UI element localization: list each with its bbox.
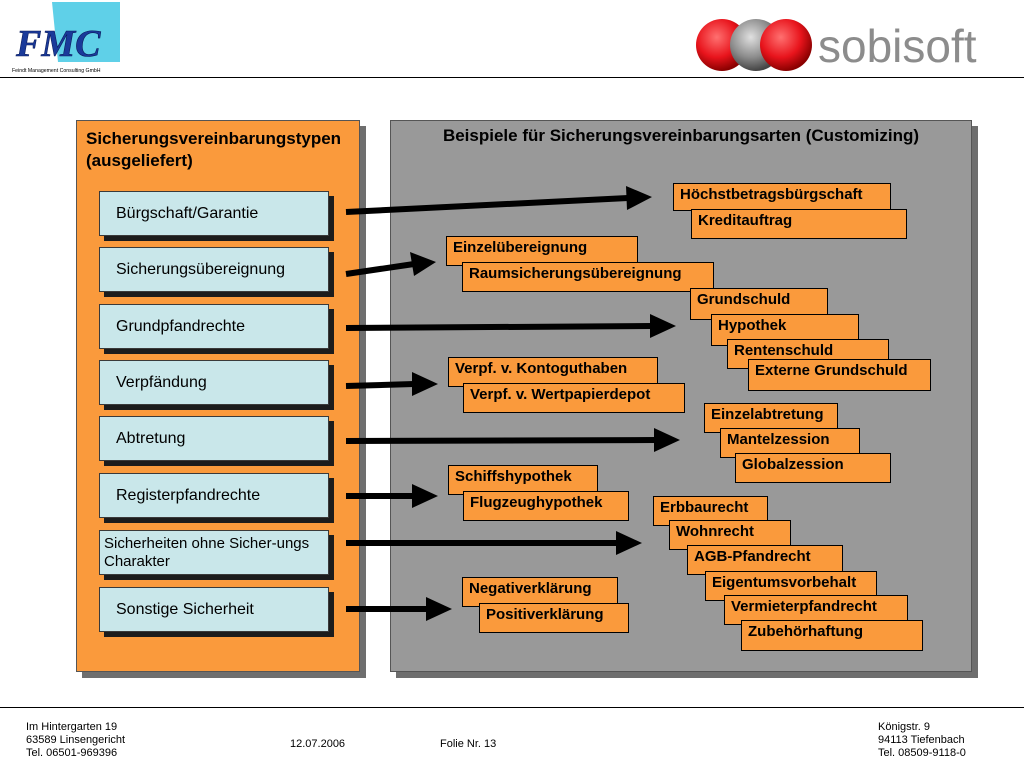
svg-text:FMC: FMC [15,23,101,65]
category-sonstige-sicherheit: Sonstige Sicherheit [99,587,329,632]
category-grundpfandrechte: Grundpfandrechte [99,304,329,349]
example-flugzeughypothek: Flugzeughypothek [463,491,629,521]
arrow-verpfaendung [345,372,438,396]
sobisoft-logo: sobisoft [696,19,977,72]
arrow-buergschaft [345,186,652,215]
example-verpf-kontoguthaben: Verpf. v. Kontoguthaben [448,357,658,387]
arrow-abtretung [345,428,680,452]
footer-right-city: 94113 Tiefenbach [878,734,965,746]
footer-left-phone: Tel. 06501-969396 [26,747,118,759]
example-zubehoerhaftung: Zubehörhaftung [741,620,923,651]
footer-divider [0,707,1024,708]
category-abtretung: Abtretung [99,416,329,461]
example-schiffshypothek: Schiffshypothek [448,465,598,495]
category-registerpfandrechte: Registerpfandrechte [99,473,329,518]
footer-left-city: 63589 Linsengericht [26,734,126,746]
footer-date: 12.07.2006 [290,738,346,750]
example-einzeluebereignung: Einzelübereignung [446,236,638,266]
example-agb-pfandrecht: AGB-Pfandrecht [687,545,843,575]
arrow-grundpfandrechte [345,314,676,338]
example-negativerklaerung: Negativerklärung [462,577,618,607]
header-divider [0,77,1024,78]
footer-slide-number: Folie Nr. 13 [440,738,497,750]
example-rentenschuld: Rentenschuld [727,339,889,369]
fmc-logo: FMC Feindt Management Consulting GmbH [12,2,120,74]
category-verpfaendung: Verpfändung [99,360,329,405]
footer-address-left: Im Hintergarten 19 63589 Linsengericht T… [26,721,125,760]
example-verpf-wertpapierdepot: Verpf. v. Wertpapierdepot [463,383,685,413]
footer-right-street: Königstr. 9 [878,721,930,733]
left-panel-title: Sicherungsvereinbarungstypen (ausgeliefe… [86,129,342,170]
example-externe-grundschuld: Externe Grundschuld [748,359,931,391]
fmc-subtitle: Feindt Management Consulting GmbH [12,68,101,74]
arrow-sicherheiten-ohne [346,531,642,555]
sobisoft-wordmark: sobisoft [818,20,977,72]
arrow-sonstige [346,597,452,621]
example-kreditauftrag: Kreditauftrag [691,209,907,239]
arrow-registerpfandrechte [346,484,438,508]
example-globalzession: Globalzession [735,453,891,483]
arrow-sicherungsuebereignung [345,252,436,277]
example-hoechstbetragsbuergschaft: Höchstbetragsbürgschaft [673,183,891,211]
footer-left-street: Im Hintergarten 19 [26,721,118,733]
footer-right-phone: Tel. 08509-9118-0 [878,747,966,759]
footer-address-right: Königstr. 9 94113 Tiefenbach Tel. 08509-… [878,721,966,760]
category-sicherungsuebereignung: Sicherungsübereignung [99,247,329,292]
category-sicherheiten-ohne-sicherungscharakter: Sicherheiten ohne Sicher-ungs Charakter [99,530,329,575]
category-buergschaft: Bürgschaft/Garantie [99,191,329,236]
example-raumsicherungsuebereignung: Raumsicherungsübereignung [462,262,714,292]
example-positiverklaerung: Positiverklärung [479,603,629,633]
right-panel-title: Beispiele für Sicherungsvereinbarungsart… [442,126,920,145]
